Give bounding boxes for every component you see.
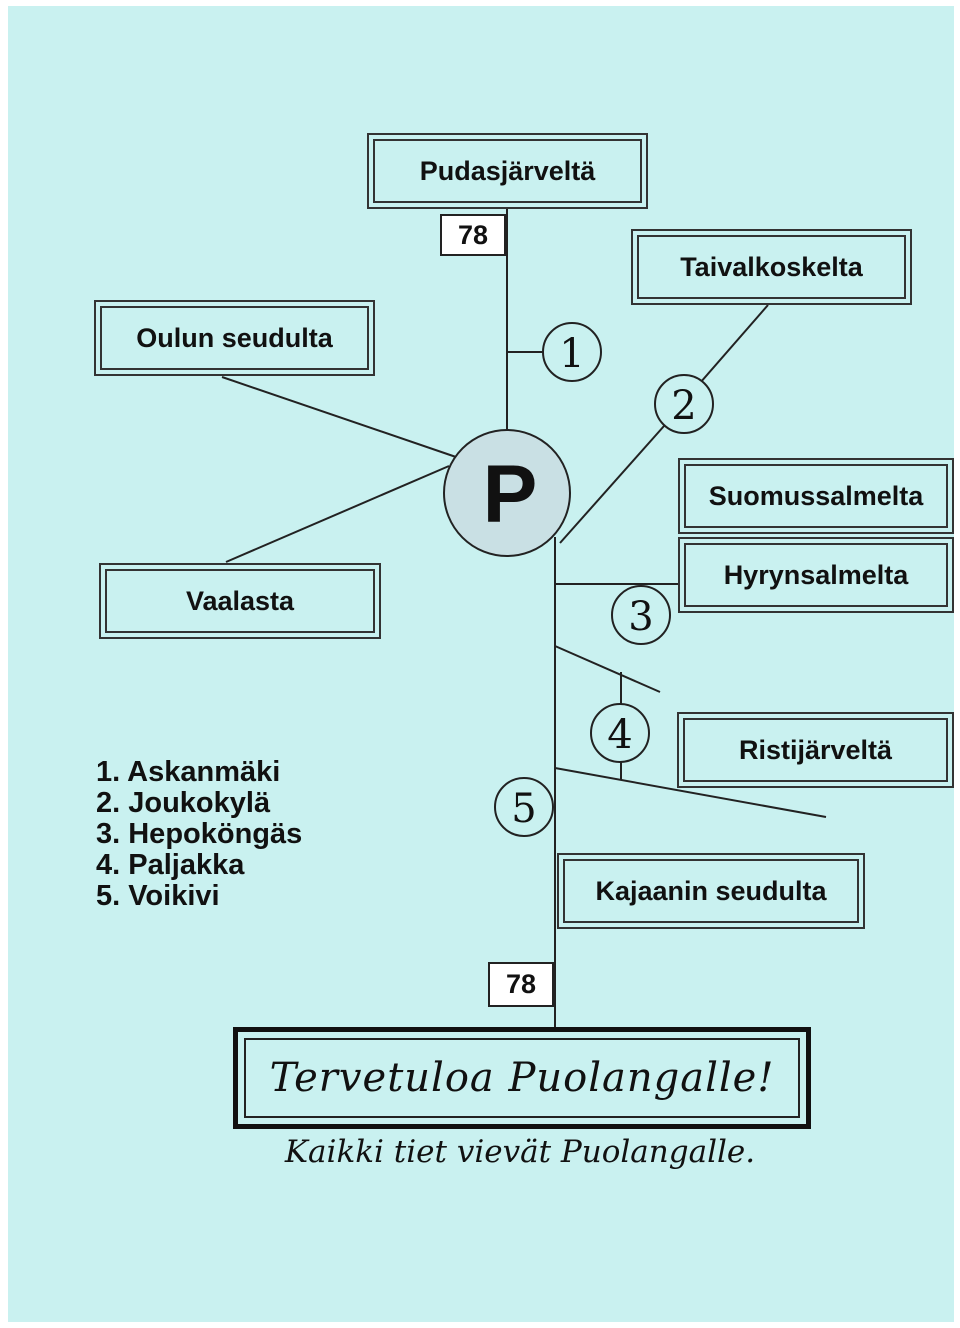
- oulu-box: Oulun seudulta: [94, 300, 375, 376]
- ristijarvi-label: Ristijärveltä: [738, 734, 893, 765]
- taivalkoski-road-line-lower: [559, 425, 665, 544]
- destination-legend: 1. Askanmäki 2. Joukokylä 3. Hepoköngäs …: [96, 757, 302, 912]
- parking-symbol: P: [483, 449, 538, 540]
- marker-5-label: 5: [511, 786, 536, 832]
- ristijarvi-road-line: [554, 767, 827, 818]
- vaala-label: Vaalasta: [185, 585, 295, 616]
- suomussalmi-label: Suomussalmelta: [708, 480, 924, 511]
- pudasjarvi-label: Pudasjärveltä: [419, 155, 596, 186]
- legend-item: 4. Paljakka: [96, 849, 245, 881]
- oulu-label: Oulun seudulta: [136, 322, 333, 353]
- road-78-south-sign: 78: [488, 962, 554, 1007]
- pudasjarvi-box: Pudasjärveltä: [367, 133, 648, 209]
- marker-5-circle: [494, 777, 554, 837]
- kajaani-box: Kajaanin seudulta: [557, 853, 865, 929]
- marker-2-label: 2: [671, 383, 696, 429]
- welcome-text: Tervetuloa Puolangalle!: [269, 1055, 775, 1101]
- vaala-box: Vaalasta: [99, 563, 381, 639]
- slogan-text: Kaikki tiet vievät Puolangalle.: [284, 1134, 756, 1170]
- marker-1-circle: [542, 322, 602, 382]
- hyrynsalmi-label: Hyrynsalmelta: [723, 559, 909, 590]
- ristijarvi-box: Ristijärveltä: [677, 712, 954, 788]
- marker-2-circle: [654, 374, 714, 434]
- taivalkoski-road-line: [699, 304, 769, 384]
- welcome-banner: Tervetuloa Puolangalle!: [233, 1027, 811, 1129]
- suomussalmi-box: Suomussalmelta: [678, 458, 954, 534]
- parking-circle: [443, 429, 571, 557]
- kajaani-label: Kajaanin seudulta: [595, 875, 827, 906]
- legend-item: 3. Hepoköngäs: [96, 818, 303, 850]
- vaala-road-line: [225, 465, 450, 563]
- oulu-road-line: [221, 376, 457, 458]
- marker-1-label: 1: [559, 331, 584, 377]
- road-78-north-sign: 78: [440, 214, 506, 256]
- taivalkoski-label: Taivalkoskelta: [680, 251, 863, 282]
- hyrynsalmi-box: Hyrynsalmelta: [678, 537, 954, 613]
- marker-3-label: 3: [628, 594, 653, 640]
- legend-item: 2. Joukokylä: [96, 787, 271, 819]
- legend-item: 5. Voikivi: [96, 880, 220, 912]
- marker-4-label: 4: [607, 712, 632, 758]
- marker-3-circle: [611, 585, 671, 645]
- marker-4-circle: [590, 703, 650, 763]
- legend-item: 1. Askanmäki: [96, 756, 281, 788]
- branch-4-upper-line: [554, 645, 661, 693]
- taivalkoski-box: Taivalkoskelta: [631, 229, 912, 305]
